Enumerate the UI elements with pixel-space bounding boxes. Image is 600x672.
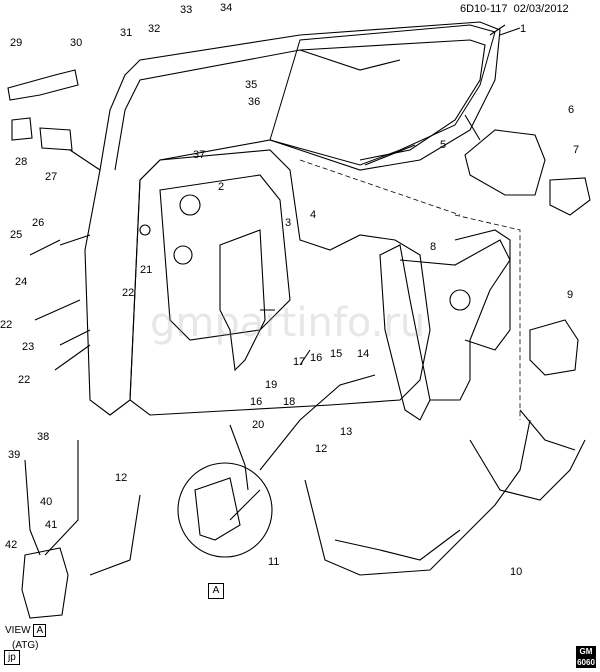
window-regulator xyxy=(379,244,431,421)
callout-5: 5 xyxy=(440,139,447,151)
callout-23: 23 xyxy=(22,341,35,353)
callout-9: 9 xyxy=(567,289,574,301)
callout-4: 4 xyxy=(310,209,317,221)
callout-10: 10 xyxy=(510,566,523,578)
outside-handle xyxy=(7,69,79,101)
detail-marker-a: A xyxy=(208,583,224,599)
watermark: gmpartinfo.ru xyxy=(150,300,426,346)
gm-logo: GM 6060 xyxy=(576,646,596,668)
callout-19: 19 xyxy=(265,379,278,391)
callout-11: 11 xyxy=(268,556,280,568)
callout-39: 39 xyxy=(8,449,21,461)
gm-logo-bottom: 6060 xyxy=(577,658,595,667)
callout-15: 15 xyxy=(330,348,343,360)
callout-16-upper: 16 xyxy=(310,352,323,364)
callout-26: 26 xyxy=(32,217,45,229)
callout-1: 1 xyxy=(520,23,527,35)
callout-6: 6 xyxy=(568,104,575,116)
callout-34: 34 xyxy=(220,2,233,14)
callout-38: 38 xyxy=(37,431,50,443)
callout-3: 3 xyxy=(285,217,292,229)
callout-32: 32 xyxy=(148,23,161,35)
callout-40: 40 xyxy=(40,496,53,508)
callout-20: 20 xyxy=(252,419,265,431)
callout-18: 18 xyxy=(283,396,296,408)
latch-detail-circle xyxy=(177,462,273,558)
callout-17: 17 xyxy=(293,356,306,368)
callout-8: 8 xyxy=(430,241,437,253)
callout-30: 30 xyxy=(70,37,83,49)
callout-7: 7 xyxy=(573,144,580,156)
regulator-motor xyxy=(529,319,579,376)
callout-2: 2 xyxy=(218,181,225,193)
callout-27: 27 xyxy=(45,171,58,183)
door-outer-panel xyxy=(84,21,501,416)
callout-14: 14 xyxy=(357,348,370,360)
callout-21: 21 xyxy=(140,264,153,276)
callout-16-lower: 16 xyxy=(250,396,263,408)
view-detail-box: A xyxy=(33,624,47,637)
door-hinge xyxy=(464,129,546,196)
document-id: 6D10-117 xyxy=(460,3,508,15)
callout-12-upper: 12 xyxy=(315,443,328,455)
callout-22-a: 22 xyxy=(0,319,13,331)
callout-29: 29 xyxy=(10,37,23,49)
gm-logo-top: GM xyxy=(579,647,593,656)
callout-22-b: 22 xyxy=(18,374,31,386)
callout-42: 42 xyxy=(5,539,18,551)
callout-37: 37 xyxy=(193,149,206,161)
callout-33: 33 xyxy=(180,4,193,16)
wiring-harness xyxy=(304,419,531,576)
view-label: VIEW A xyxy=(5,624,47,637)
document-date: 02/03/2012 xyxy=(513,3,569,15)
callout-31: 31 xyxy=(120,27,133,39)
callout-13: 13 xyxy=(340,426,353,438)
callout-36: 36 xyxy=(248,96,261,108)
view-variant: (ATG) xyxy=(12,640,39,651)
door-window-glass xyxy=(269,24,496,166)
door-inner-panel xyxy=(129,149,431,416)
callout-41: 41 xyxy=(45,519,58,531)
callout-24: 24 xyxy=(15,276,28,288)
diagram-header: 6D10-117 02/03/2012 xyxy=(460,3,569,15)
callout-35: 35 xyxy=(245,79,258,91)
water-shield xyxy=(219,229,266,372)
callout-12-lower: 12 xyxy=(115,472,128,484)
callout-22-c: 22 xyxy=(122,287,135,299)
latch-assembly-view xyxy=(21,547,69,619)
callout-25: 25 xyxy=(10,229,23,241)
footer-code: jp xyxy=(4,650,20,665)
view-text: VIEW xyxy=(5,625,31,636)
callout-28: 28 xyxy=(15,156,28,168)
